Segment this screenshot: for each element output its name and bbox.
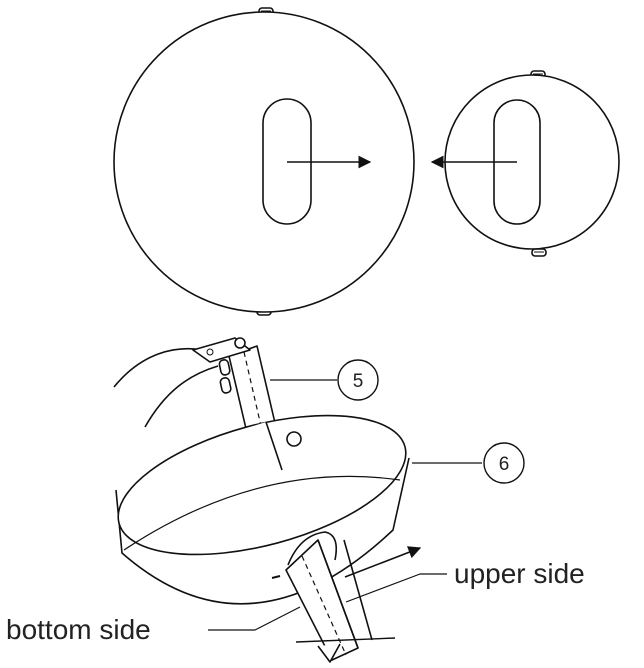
callout-5-number: 5 <box>353 371 364 392</box>
leader-line-bottom-side <box>208 606 301 631</box>
upper-side-arrow <box>344 546 422 578</box>
cable-lower <box>144 365 219 428</box>
leader-line-upper-side <box>345 573 447 603</box>
mounting-assembly <box>113 337 482 663</box>
callout-5-circle <box>337 359 379 401</box>
large-disc <box>113 11 415 313</box>
label-bottom-side: bottom side <box>6 614 151 645</box>
callout-6-number: 6 <box>499 454 510 475</box>
ceiling-line <box>295 637 396 643</box>
callout-5: 5 <box>337 359 379 401</box>
large-disc-top-view <box>113 7 415 316</box>
small-disc-top-view <box>430 70 620 257</box>
label-upper-side: upper side <box>454 558 585 589</box>
canopy-screw-hole <box>286 431 302 447</box>
callout-6: 6 <box>483 442 525 484</box>
bracket-lower-strip <box>285 531 396 663</box>
cable-upper <box>113 348 213 388</box>
canopy <box>115 414 410 605</box>
callout-6-circle <box>483 442 525 484</box>
